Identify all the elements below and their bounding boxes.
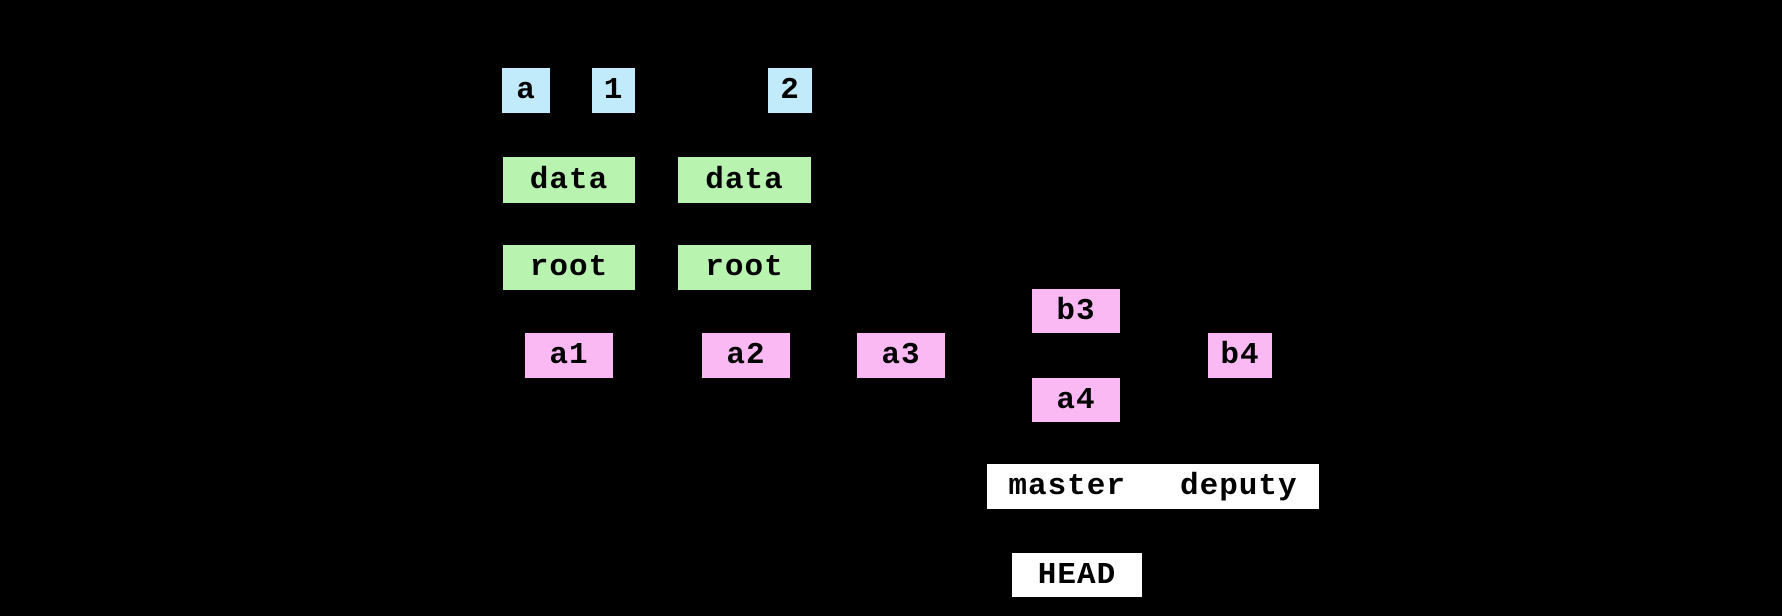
blob-node-a: a [502, 68, 550, 113]
commit-node-a2: a2 [702, 333, 790, 378]
commit-node-a4: a4 [1032, 378, 1120, 422]
blob-node-2: 2 [768, 68, 812, 113]
tree-node-data-1: data [503, 157, 635, 203]
tree-node-root-1: root [503, 245, 635, 290]
commit-node-b3: b3 [1032, 289, 1120, 333]
ref-label-deputy: deputy [1180, 469, 1298, 504]
commit-node-a3: a3 [857, 333, 945, 378]
head-ref-box: HEAD [1012, 553, 1142, 597]
commit-node-b4: b4 [1208, 333, 1272, 378]
ref-label-master: master [1008, 469, 1126, 504]
commit-node-a1: a1 [525, 333, 613, 378]
blob-node-1: 1 [592, 68, 635, 113]
tree-node-data-2: data [678, 157, 811, 203]
branch-refs-box: master deputy [987, 464, 1319, 509]
tree-node-root-2: root [678, 245, 811, 290]
